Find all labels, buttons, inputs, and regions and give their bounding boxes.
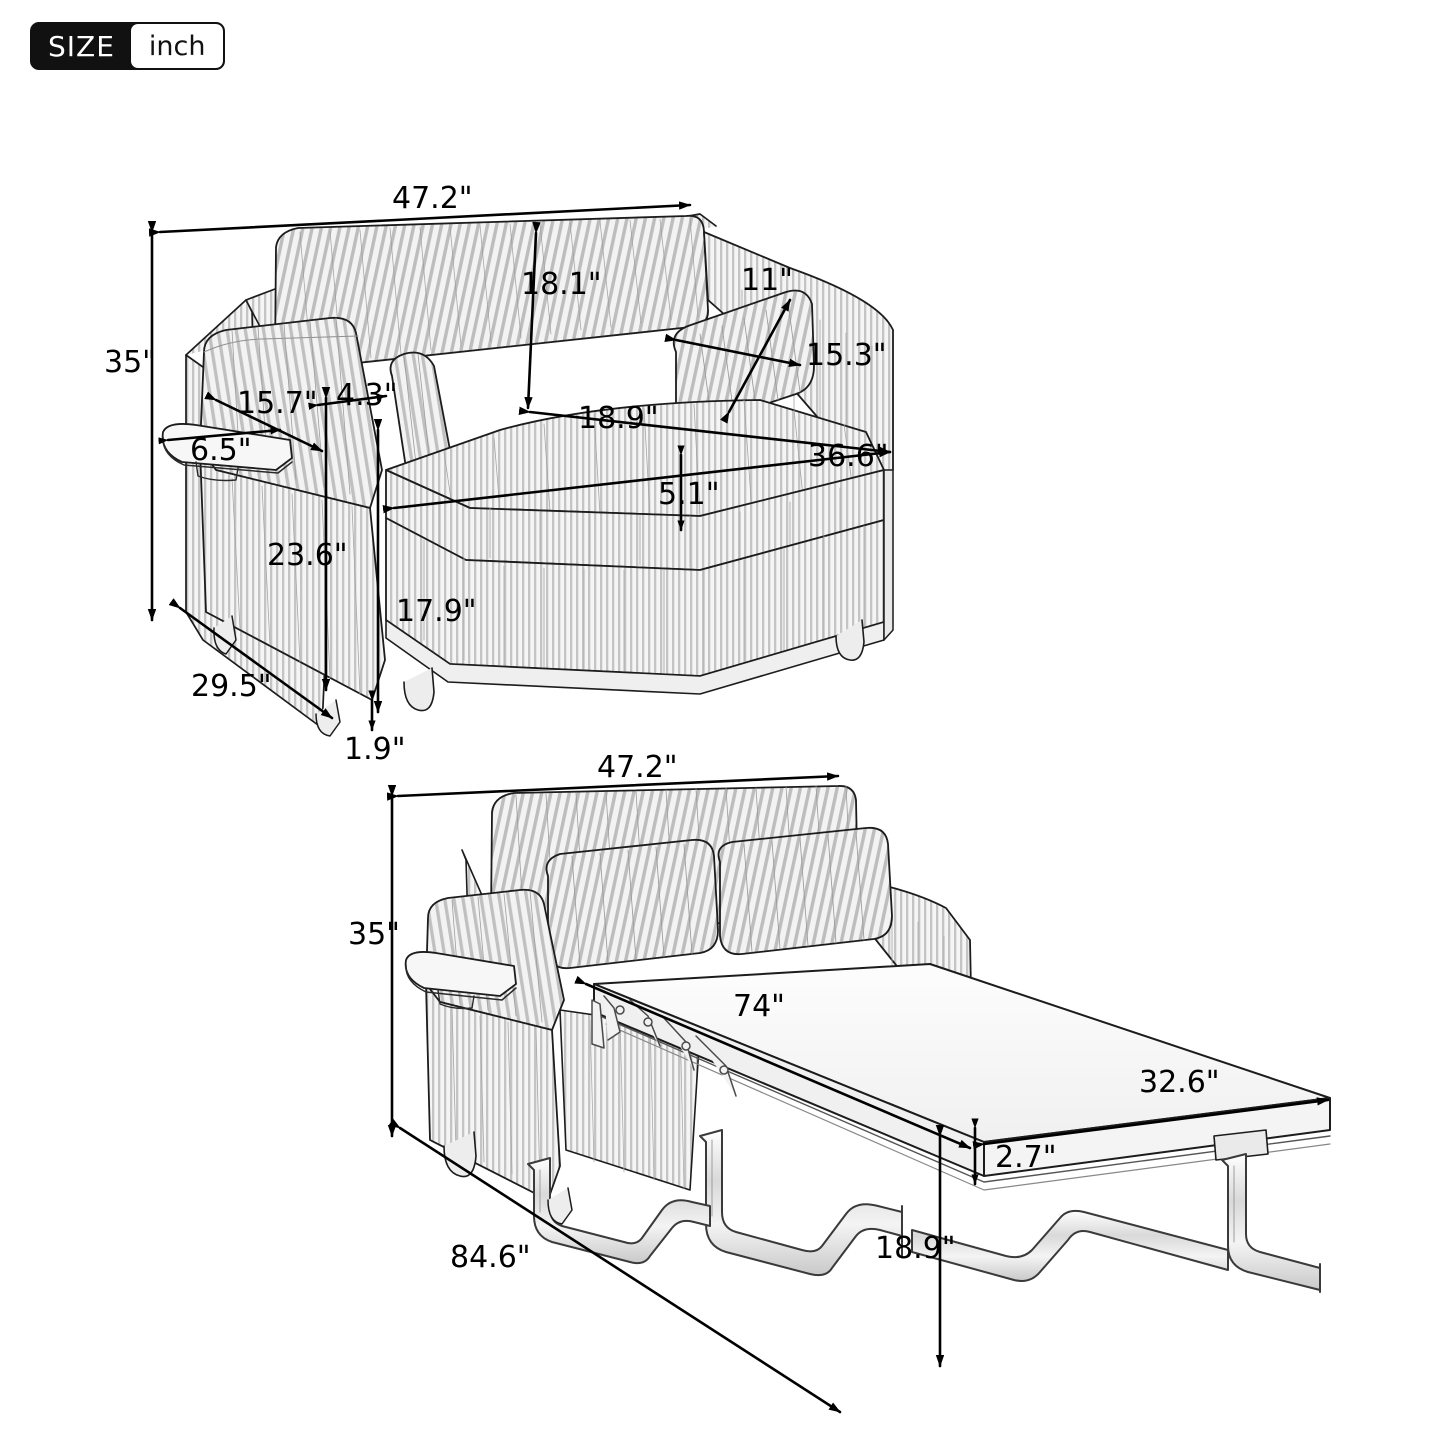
dim-extended-depth: 84.6" (450, 1240, 531, 1275)
dim-width-top-open: 47.2" (597, 750, 678, 785)
dim-bed-width: 32.6" (1139, 1065, 1220, 1100)
dim-seat-depth: 18.9" (578, 401, 659, 436)
dim-tray-width: 6.5" (190, 433, 252, 468)
dim-overall-height-closed: 35" (104, 345, 156, 380)
dim-arm-height: 23.6" (267, 538, 348, 573)
dim-cushion-height: 5.1" (658, 477, 720, 512)
dim-width-top-closed: 47.2" (392, 181, 473, 216)
dim-pillow-height: 11" (741, 263, 793, 298)
size-badge-title: SIZE (32, 24, 131, 68)
dim-seat-height: 17.9" (396, 594, 477, 629)
dim-seat-width: 36.6" (808, 439, 889, 474)
dim-backrest-height: 18.1" (521, 267, 602, 302)
size-badge: SIZE inch (30, 22, 226, 70)
dim-tray-length: 15.7" (237, 386, 318, 421)
dim-mattress-thickness: 2.7" (995, 1140, 1057, 1175)
size-badge-unit: inch (130, 24, 224, 68)
dim-leg-height: 1.9" (344, 732, 406, 767)
dim-arm-width: 4.3" (336, 378, 398, 413)
dim-depth-closed: 29.5" (191, 669, 272, 704)
dim-pillow-width: 15.3" (806, 338, 887, 373)
dim-bed-height: 18.9" (875, 1231, 956, 1266)
dim-overall-height-open: 35" (348, 917, 400, 952)
dim-bed-length: 74" (733, 989, 785, 1024)
